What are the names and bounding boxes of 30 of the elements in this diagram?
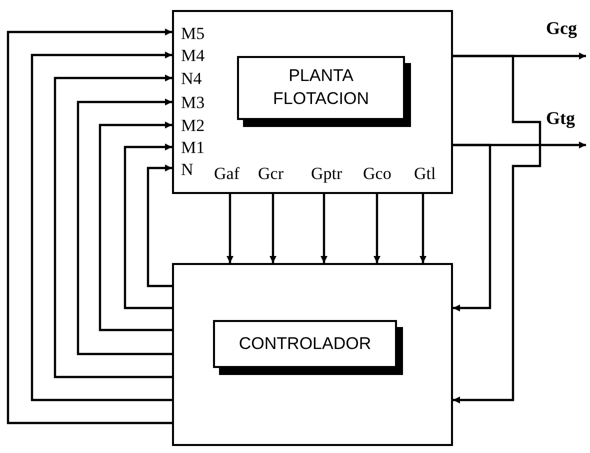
plant-block (172, 10, 453, 194)
controller-block (172, 263, 453, 446)
signal-label: M1 (181, 139, 205, 156)
arrow (146, 164, 172, 288)
signal-label: M2 (181, 117, 205, 134)
arrow (374, 194, 380, 263)
output-label: Gtg (546, 108, 575, 129)
arrow (6, 28, 172, 424)
signal-label: Gaf (214, 165, 240, 182)
signal-label: M5 (181, 25, 205, 42)
output-label: Gcg (546, 18, 577, 39)
arrow (76, 98, 172, 356)
arrow (226, 194, 234, 263)
signal-label: N (181, 161, 194, 178)
signal-label: Gcr (258, 165, 284, 182)
arrow (270, 194, 276, 263)
arrow (98, 122, 172, 332)
arrow (54, 74, 172, 378)
signal-label: N4 (181, 70, 202, 87)
arrow (453, 144, 492, 312)
signal-label: M4 (181, 47, 205, 64)
signal-label: Gco (363, 165, 392, 182)
arrow (420, 194, 426, 263)
arrow (124, 144, 172, 310)
arrow (30, 52, 172, 402)
arrow (453, 54, 542, 404)
signal-label: Gptr (311, 165, 342, 182)
signal-label: M3 (181, 94, 205, 111)
signal-label: Gtl (414, 165, 436, 182)
arrow (320, 194, 328, 263)
